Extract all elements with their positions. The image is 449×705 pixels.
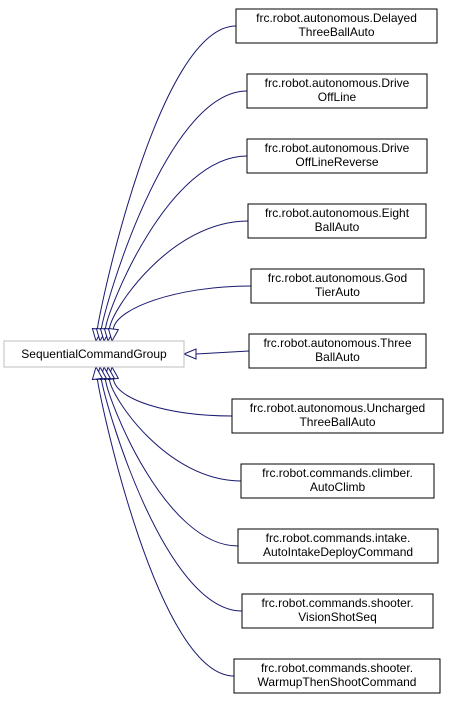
class-box bbox=[231, 398, 444, 434]
inheritance-edge-delayed-three-ball-auto bbox=[91, 25, 237, 343]
class-box bbox=[246, 73, 428, 109]
class-label-line: TierAuto bbox=[315, 285, 360, 299]
edge-line bbox=[195, 350, 250, 355]
class-label-line: ThreeBallAuto bbox=[298, 25, 374, 39]
class-box bbox=[241, 593, 434, 629]
class-label-line: frc.robot.autonomous.Drive bbox=[265, 141, 410, 155]
inheritance-edge-vision-shot-seq bbox=[95, 365, 243, 612]
edge-line bbox=[96, 378, 235, 677]
edge-line bbox=[100, 378, 243, 612]
class-label-line: OffLineReverse bbox=[295, 155, 378, 169]
edge-line bbox=[104, 155, 248, 330]
edge-line bbox=[104, 378, 239, 547]
class-label-line: frc.robot.commands.shooter. bbox=[261, 596, 413, 610]
edge-line bbox=[96, 25, 237, 330]
base-class-box bbox=[3, 340, 185, 368]
inheritance-edges bbox=[91, 25, 252, 677]
class-node-vision-shot-seq[interactable]: frc.robot.commands.shooter.VisionShotSeq bbox=[241, 593, 434, 629]
class-label-line: frc.robot.commands.intake. bbox=[266, 531, 411, 545]
class-box bbox=[235, 8, 438, 44]
class-node-auto-climb[interactable]: frc.robot.commands.climber.AutoClimb bbox=[240, 463, 435, 499]
class-label-line: frc.robot.autonomous.Delayed bbox=[256, 11, 417, 25]
class-box bbox=[248, 333, 427, 369]
class-label-line: frc.robot.autonomous.Uncharged bbox=[250, 401, 425, 415]
inheritance-edge-drive-off-line-reverse bbox=[99, 155, 248, 343]
class-box bbox=[247, 203, 427, 239]
class-node-warmup-then-shoot-command[interactable]: frc.robot.commands.shooter.WarmupThenSho… bbox=[233, 658, 441, 694]
inheritance-edge-eight-ball-auto bbox=[103, 220, 249, 343]
class-label-line: frc.robot.autonomous.Eight bbox=[265, 206, 410, 220]
derived-class-nodes: frc.robot.autonomous.DelayedThreeBallAut… bbox=[231, 8, 444, 694]
class-label-line: frc.robot.autonomous.Drive bbox=[265, 76, 410, 90]
class-label-line: BallAuto bbox=[315, 220, 360, 234]
class-label-line: AutoIntakeDeployCommand bbox=[263, 545, 413, 559]
class-box bbox=[246, 138, 428, 174]
class-label-line: BallAuto bbox=[315, 350, 360, 364]
inheritance-edge-auto-intake-deploy-command bbox=[99, 365, 239, 547]
class-box bbox=[250, 268, 425, 304]
inheritance-edge-three-ball-auto bbox=[182, 348, 250, 360]
class-box bbox=[240, 463, 435, 499]
inheritance-edge-auto-climb bbox=[103, 365, 242, 482]
class-label-line: frc.robot.autonomous.Three bbox=[263, 336, 411, 350]
edge-line bbox=[100, 90, 248, 330]
edge-arrowhead bbox=[91, 365, 104, 381]
edge-line bbox=[108, 220, 249, 330]
inheritance-edge-uncharged-three-ball-auto bbox=[107, 365, 233, 417]
class-label-line: WarmupThenShootCommand bbox=[258, 675, 417, 689]
edge-arrowhead bbox=[182, 348, 197, 360]
edge-line bbox=[112, 285, 252, 330]
class-box bbox=[237, 528, 439, 564]
inheritance-edge-warmup-then-shoot-command bbox=[91, 365, 235, 677]
class-label-line: ThreeBallAuto bbox=[299, 415, 375, 429]
class-node-three-ball-auto[interactable]: frc.robot.autonomous.ThreeBallAuto bbox=[248, 333, 427, 369]
inheritance-edge-god-tier-auto bbox=[107, 285, 252, 343]
base-class-node[interactable]: SequentialCommandGroup bbox=[3, 340, 185, 368]
class-label-line: VisionShotSeq bbox=[298, 610, 377, 624]
class-node-delayed-three-ball-auto[interactable]: frc.robot.autonomous.DelayedThreeBallAut… bbox=[235, 8, 438, 44]
class-label-line: OffLine bbox=[318, 90, 357, 104]
edge-line bbox=[108, 378, 242, 482]
class-node-auto-intake-deploy-command[interactable]: frc.robot.commands.intake.AutoIntakeDepl… bbox=[237, 528, 439, 564]
inheritance-edge-drive-off-line bbox=[95, 90, 248, 343]
class-label-line: AutoClimb bbox=[310, 480, 366, 494]
class-label-line: frc.robot.commands.shooter. bbox=[261, 661, 413, 675]
edge-line bbox=[112, 378, 233, 417]
base-class-label: SequentialCommandGroup bbox=[21, 347, 167, 361]
class-box bbox=[233, 658, 441, 694]
class-node-uncharged-three-ball-auto[interactable]: frc.robot.autonomous.UnchargedThreeBallA… bbox=[231, 398, 444, 434]
class-label-line: frc.robot.commands.climber. bbox=[262, 466, 413, 480]
edge-arrowhead bbox=[107, 327, 120, 343]
class-label-line: frc.robot.autonomous.God bbox=[268, 271, 407, 285]
